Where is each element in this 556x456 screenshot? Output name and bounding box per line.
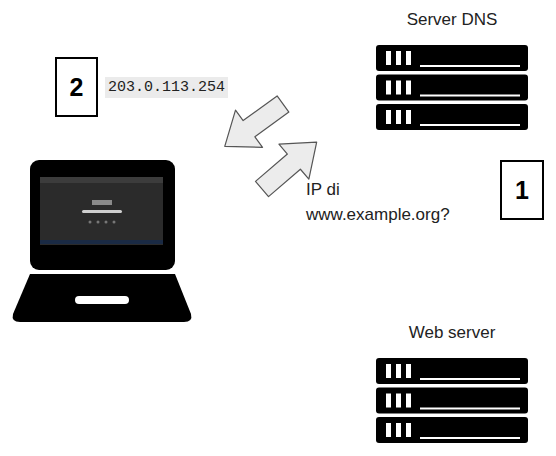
server-icon — [376, 45, 528, 135]
callout-number: 1 — [515, 176, 529, 205]
callout-box: 2 — [55, 57, 98, 117]
server-label: Server DNS — [376, 8, 528, 32]
ip-address: 203.0.113.254 — [105, 77, 228, 98]
callout-number: 2 — [70, 73, 84, 102]
server-icon — [376, 358, 528, 448]
laptop-icon — [13, 160, 192, 322]
server-label: Web server — [376, 321, 528, 345]
server-node: Web server — [376, 321, 528, 444]
query-text: IP di www.example.org? — [306, 177, 471, 227]
callout-box: 1 — [500, 160, 544, 220]
server-node: Server DNS — [376, 8, 528, 132]
